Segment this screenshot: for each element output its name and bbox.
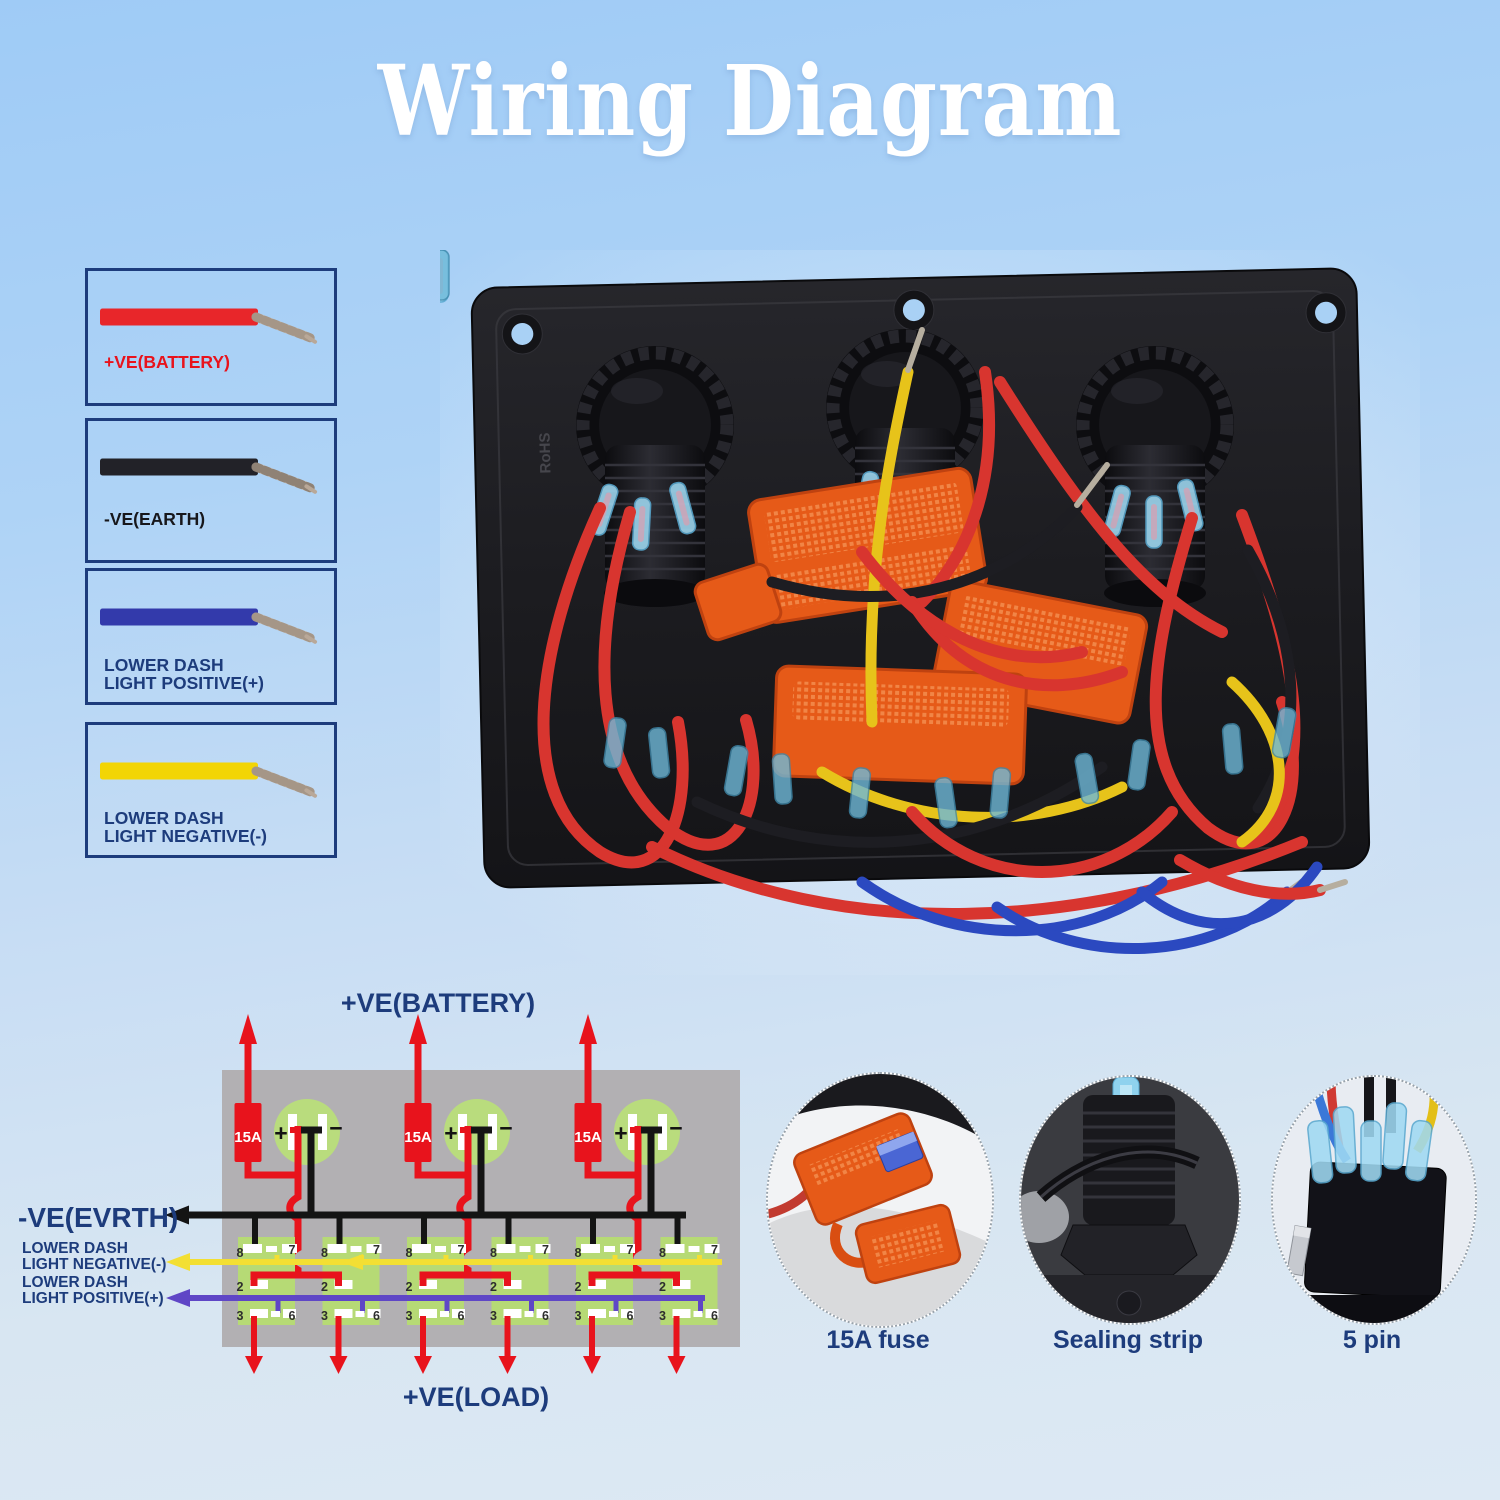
callout-sealing-strip [1019,1075,1241,1325]
legend-label: -VE(EARTH) [104,508,206,529]
legend-label: +VE(BATTERY) [104,351,230,372]
legend-label: LOWER DASH LIGHT NEGATIVE(-) [104,808,267,846]
minus-sign: − [329,1115,342,1141]
legend-label: LOWER DASH LIGHT POSITIVE(+) [104,655,264,693]
load-label: +VE(LOAD) [403,1382,549,1412]
five-pin-photo [1273,1077,1475,1323]
earth-label: -VE(EVRTH) [18,1202,178,1233]
legend-label-line: LIGHT POSITIVE(+) [104,672,264,693]
wire-insulation [100,762,258,780]
wire-insulation [100,608,258,626]
pin-terminal [243,1244,262,1253]
crimp-connector-row [440,250,1298,830]
legend-item-dash-positive: LOWER DASH LIGHT POSITIVE(+) [85,568,337,705]
pin-terminal [250,1309,268,1318]
rohs-marking: RoHS [537,432,555,473]
page-title: Wiring Diagram [377,44,1123,158]
legend-label-line: LIGHT NEGATIVE(-) [104,825,267,846]
screw-hole [1305,292,1347,334]
pin-terminal [250,1280,268,1289]
legend-label-line: +VE(BATTERY) [104,351,230,372]
callout-15a-fuse [766,1072,994,1328]
switch-block: 8 7 2 3 6 [237,1212,297,1374]
panel-photo: RoHS [440,250,1420,975]
dash-positive-label: LOWER DASH [22,1274,128,1291]
blue-wires [856,854,1348,955]
svg-text:6: 6 [289,1309,296,1323]
svg-text:2: 2 [237,1280,244,1294]
earth-arrow [165,1205,189,1225]
bare-wire-tip [251,312,318,344]
dash-negative-arrow [166,1253,190,1271]
legend-item-battery: +VE(BATTERY) [85,268,337,406]
load-arrow [245,1356,263,1374]
dash-negative-label: LIGHT NEGATIVE(-) [22,1256,166,1273]
callout-label-sealing-strip: Sealing strip [1052,1326,1204,1354]
battery-label: +VE(BATTERY) [341,988,535,1018]
yellow-wire-image [100,762,318,798]
svg-text:7: 7 [289,1243,296,1257]
fuse-holder-cluster [693,466,1149,786]
screw-hole [501,313,543,355]
dash-positive-arrow [166,1289,190,1307]
battery-arrow [239,1014,257,1044]
fuse-photo [768,1074,992,1326]
wire-bundle-back [537,502,1301,869]
stripped-wire-tip [1074,462,1110,508]
legend-label-line: LOWER DASH [104,655,224,675]
fuse-socket-group: 15A + − [234,1014,343,1278]
black-wire-image [100,458,318,494]
switch-pair: 8 7 2 3 6 [237,1212,382,1374]
socket-terminal [318,1114,327,1150]
stripped-wire-tip [905,327,925,373]
callout-label-15a-fuse: 15A fuse [826,1326,930,1354]
wire-insulation [100,308,258,326]
bare-wire-tip [251,462,318,494]
screw-hole [893,289,935,331]
spade-terminal [1286,1225,1312,1277]
wiring-schematic: +VE(BATTERY) 15A + − [18,988,740,1412]
blue-fuse [876,1131,924,1173]
svg-text:3: 3 [237,1309,244,1323]
legend-label-line: -VE(EARTH) [104,508,206,529]
bare-wire-tip [251,612,318,644]
callout-label-5-pin: 5 pin [1342,1326,1402,1354]
plus-sign: + [274,1120,287,1146]
dash-positive-label: LIGHT POSITIVE(+) [22,1290,164,1307]
pin-terminal [283,1309,296,1318]
wire-insulation [100,458,258,476]
legend-label-line: LOWER DASH [104,808,224,828]
callout-5-pin [1271,1075,1477,1325]
fuse [234,1103,262,1162]
socket-barrel [576,346,734,607]
blue-wire-image [100,608,318,644]
positive-bracket [250,1271,342,1286]
stripped-wire-tip [1317,879,1348,893]
legend-item-dash-negative: LOWER DASH LIGHT NEGATIVE(-) [85,722,337,858]
red-wire-image [100,308,318,344]
fuse-label: 15A [234,1129,262,1146]
dash-negative-arrow [341,1254,363,1270]
pin-terminal [282,1244,297,1253]
bare-wire-tip [251,766,318,798]
legend-item-earth: -VE(EARTH) [85,418,337,563]
svg-text:8: 8 [237,1246,244,1260]
sealing-strip-photo [1021,1077,1239,1323]
dash-negative-label: LOWER DASH [22,1240,128,1257]
